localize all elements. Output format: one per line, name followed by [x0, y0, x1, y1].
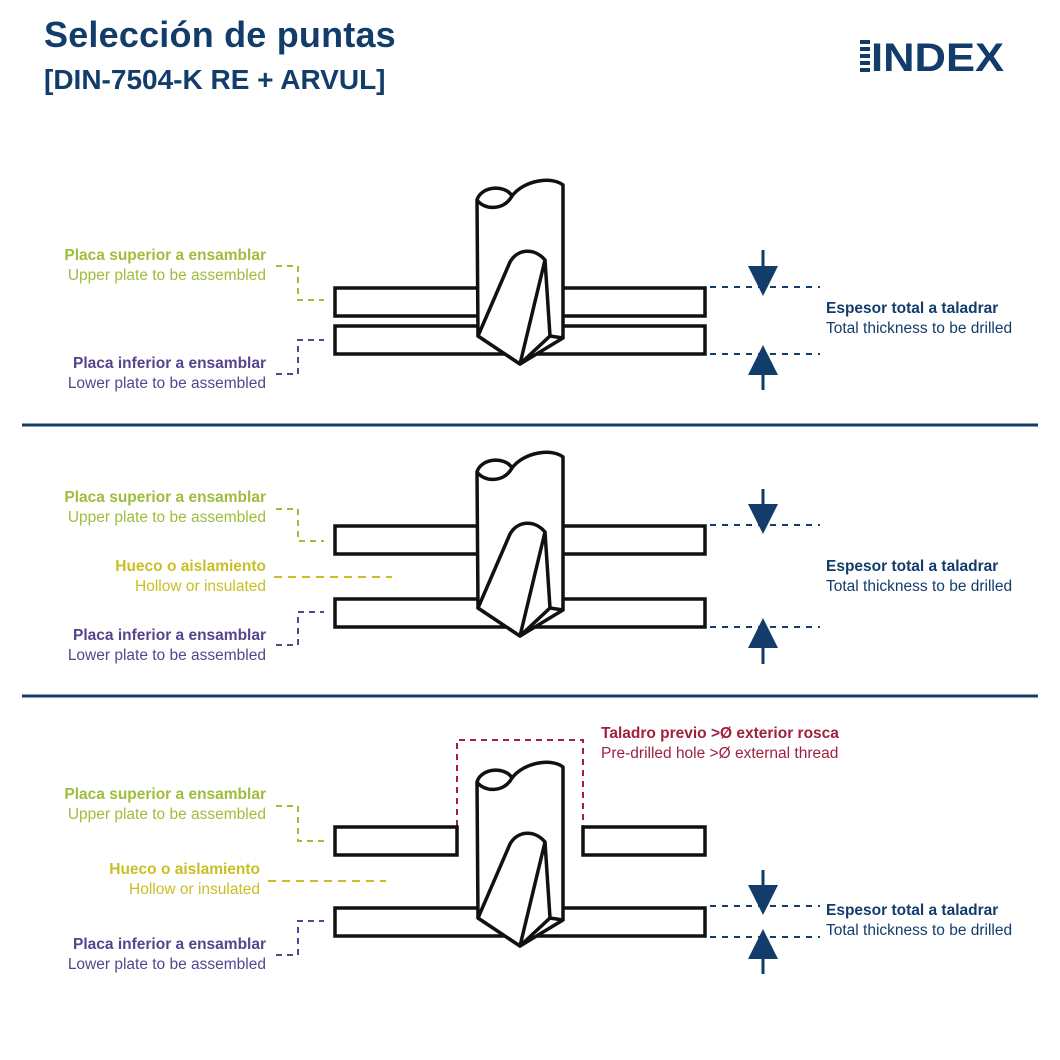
panel-3 [268, 739, 820, 974]
panel-1 [276, 178, 820, 390]
upper-plate-left [333, 286, 487, 318]
upper-plate-left [333, 524, 487, 556]
lower-plate-label: Placa inferior a ensamblar Lower plate t… [67, 936, 266, 973]
thickness-label: Espesor total a taladrar Total thickness… [826, 300, 1013, 337]
page-subtitle: [DIN-7504-K RE + ARVUL] [44, 64, 386, 95]
upper-plate-right [553, 286, 707, 318]
lower-plate-label: Placa inferior a ensamblar Lower plate t… [67, 355, 266, 392]
upper-plate-label: Placa superior a ensamblar Upper plate t… [64, 247, 266, 284]
upper-plate-left [333, 825, 459, 857]
lower-plate-label: Placa inferior a ensamblar Lower plate t… [67, 627, 266, 664]
index-logo: INDEX [860, 36, 1004, 76]
drill-bit-icon [475, 178, 565, 366]
thickness-label: Espesor total a taladrar Total thickness… [826, 558, 1013, 595]
page-title: Selección de puntas [44, 14, 396, 55]
logo-text: INDEX [871, 36, 1004, 76]
upper-plate-right [553, 524, 707, 556]
upper-plate-label: Placa superior a ensamblar Upper plate t… [64, 489, 266, 526]
drill-bit-icon [475, 760, 565, 948]
thickness-label: Espesor total a taladrar Total thickness… [826, 902, 1013, 939]
predrill-outline [456, 739, 584, 826]
upper-plate-label: Placa superior a ensamblar Upper plate t… [64, 786, 266, 823]
predrill-label: Taladro previo >Ø exterior rosca Pre-dri… [601, 725, 839, 762]
panel-2 [274, 450, 820, 664]
hollow-label: Hueco o aislamiento Hollow or insulated [109, 861, 260, 898]
drill-bit-icon [475, 450, 565, 638]
upper-plate-right [581, 825, 707, 857]
hollow-label: Hueco o aislamiento Hollow or insulated [115, 558, 266, 595]
